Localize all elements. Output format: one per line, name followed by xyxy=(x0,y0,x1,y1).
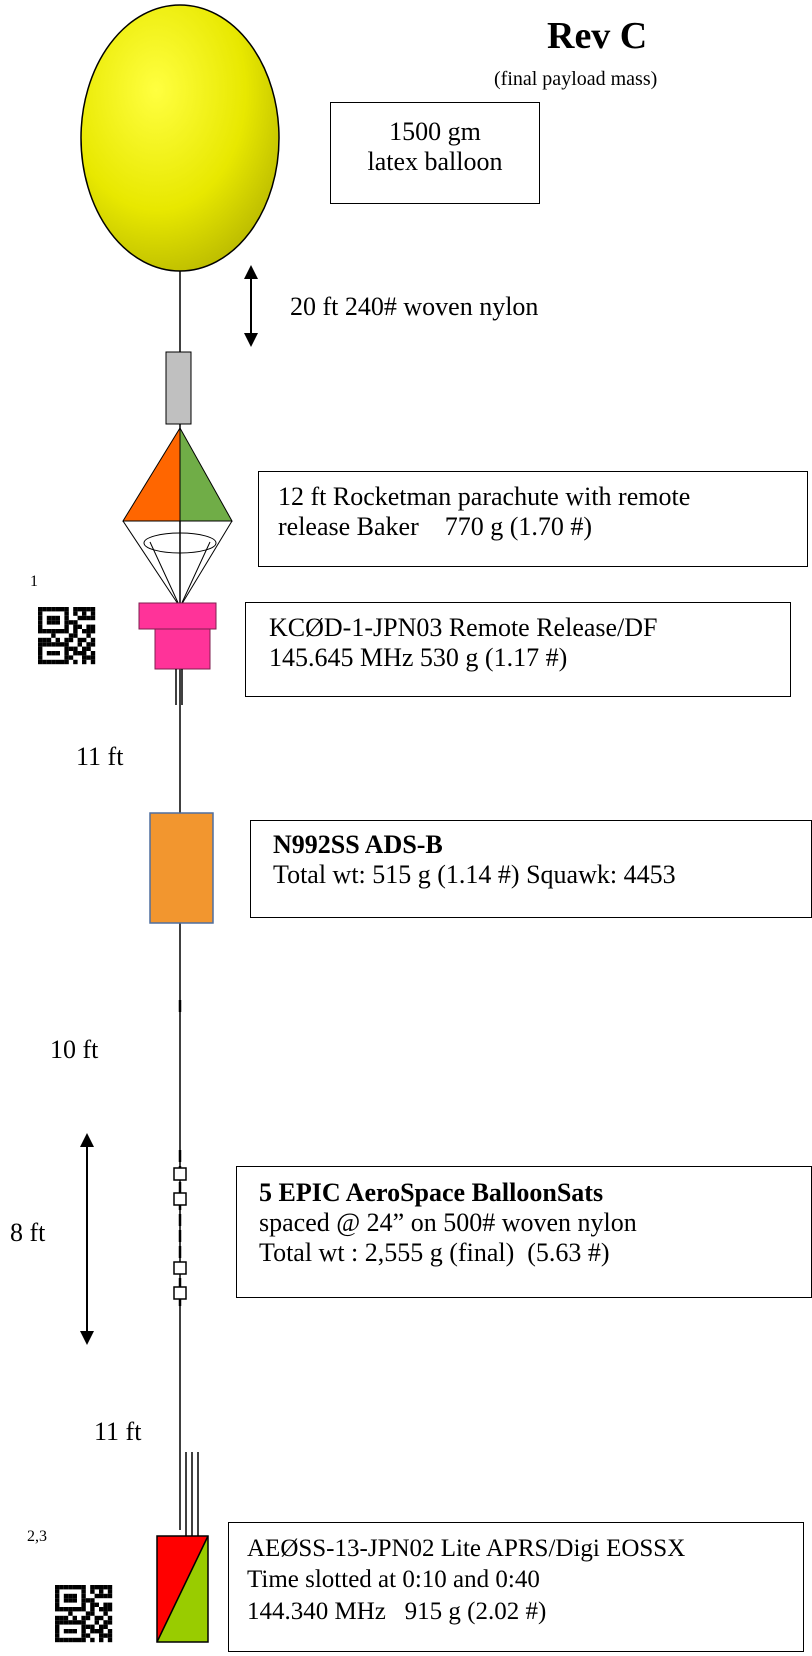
remote-release-unit xyxy=(138,602,217,705)
adsb-unit xyxy=(149,812,214,924)
adsb-label-box: N992SS ADS-B Total wt: 515 g (1.14 #) Sq… xyxy=(250,820,812,918)
parachute-left-panel xyxy=(122,426,181,522)
balloonsats-label-box: 5 EPIC AeroSpace BalloonSats spaced @ 24… xyxy=(236,1166,812,1298)
distance-label-8ft: 8 ft xyxy=(10,1218,46,1247)
aprs-label-line-3: 144.340 MHz 915 g (2.02 #) xyxy=(247,1597,547,1625)
aprs-antenna-lines xyxy=(185,1452,199,1540)
distance-label-11ft-top: 11 ft xyxy=(76,742,124,771)
release-label-line-2: 145.645 MHz 530 g (1.17 #) xyxy=(269,643,568,672)
aprs-label-line-1: AEØSS-13-JPN02 Lite APRS/Digi EOSSX xyxy=(247,1535,686,1562)
balloon-label-line-2: latex balloon xyxy=(367,147,503,176)
adsb-label-title: N992SS ADS-B xyxy=(273,830,443,859)
balloonsats-label-line-1: spaced @ 24” on 500# woven nylon xyxy=(259,1208,637,1237)
footnote-2-3: 2,3 xyxy=(27,1528,47,1545)
aprs-unit xyxy=(156,1535,209,1643)
footnote-1: 1 xyxy=(30,573,38,590)
distance-label-10ft: 10 ft xyxy=(50,1035,99,1064)
tether-length-label: 20 ft 240# woven nylon xyxy=(290,292,539,321)
release-label-line-1: KCØD-1-JPN03 Remote Release/DF xyxy=(269,613,658,642)
release-label-box: KCØD-1-JPN03 Remote Release/DF 145.645 M… xyxy=(245,602,791,697)
aprs-label-box: AEØSS-13-JPN02 Lite APRS/Digi EOSSX Time… xyxy=(228,1522,804,1652)
parachute-right-panel xyxy=(179,426,233,522)
adsb-label-line: Total wt: 515 g (1.14 #) Squawk: 4453 xyxy=(273,860,676,889)
distance-label-11ft-bottom: 11 ft xyxy=(94,1417,142,1446)
swivel-connector xyxy=(165,351,192,425)
parachute-shroud-lines xyxy=(122,520,233,608)
aprs-label-line-2: Time slotted at 0:10 and 0:40 xyxy=(247,1566,540,1594)
revision-subtitle: (final payload mass) xyxy=(494,68,658,90)
qr-code-icon xyxy=(38,607,96,665)
parachute-label-line-1: 12 ft Rocketman parachute with remote xyxy=(278,482,691,511)
parachute-label-line-2: release Baker 770 g (1.70 #) xyxy=(278,512,593,541)
qr-code-icon xyxy=(55,1585,113,1643)
parachute-label-box: 12 ft Rocketman parachute with remote re… xyxy=(258,471,808,567)
latex-balloon xyxy=(80,4,280,272)
balloonsats-label-line-2: Total wt : 2,555 g (final) (5.63 #) xyxy=(259,1238,610,1267)
balloon-label-line-1: 1500 gm xyxy=(389,117,481,146)
balloonsats-label-title: 5 EPIC AeroSpace BalloonSats xyxy=(259,1178,604,1207)
revision-title: Rev C xyxy=(547,15,648,57)
balloonsat-string xyxy=(173,1150,187,1310)
balloon-label-box: 1500 gm latex balloon xyxy=(330,102,540,204)
